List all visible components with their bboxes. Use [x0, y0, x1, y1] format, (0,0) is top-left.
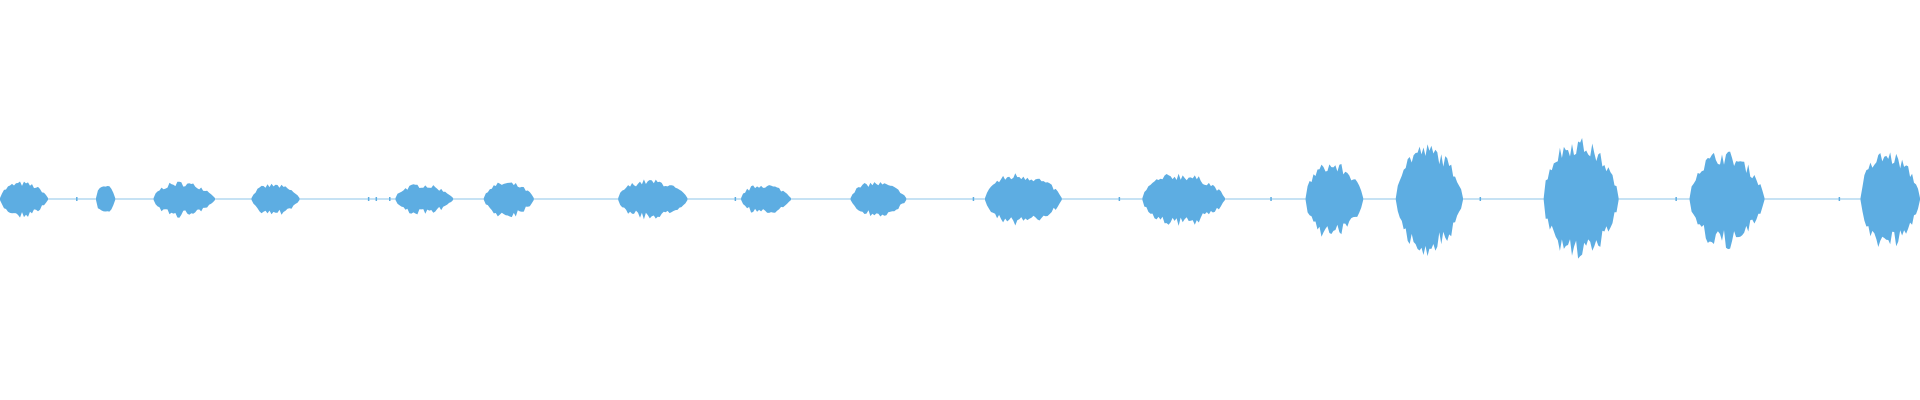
waveform-burst-10: [985, 173, 1062, 226]
waveform-burst-15: [1689, 151, 1765, 250]
waveform-burst-2: [96, 186, 116, 212]
waveform-burst-8: [741, 185, 791, 213]
waveform-bursts: [0, 138, 1920, 259]
waveform-burst-11: [1142, 173, 1225, 226]
waveform-burst-6: [483, 182, 534, 218]
waveform-burst-14: [1543, 138, 1619, 259]
waveform-burst-1: [0, 181, 48, 218]
waveform-burst-4: [251, 183, 300, 215]
waveform-burst-13: [1395, 144, 1463, 257]
waveform-burst-3: [153, 181, 215, 218]
waveform-burst-5: [395, 184, 454, 215]
waveform-burst-7: [618, 179, 688, 220]
waveform-burst-16: [1860, 152, 1920, 247]
waveform-noise-ticks: [76, 197, 1841, 201]
waveform-burst-9: [850, 182, 907, 217]
waveform-burst-12: [1305, 164, 1364, 237]
